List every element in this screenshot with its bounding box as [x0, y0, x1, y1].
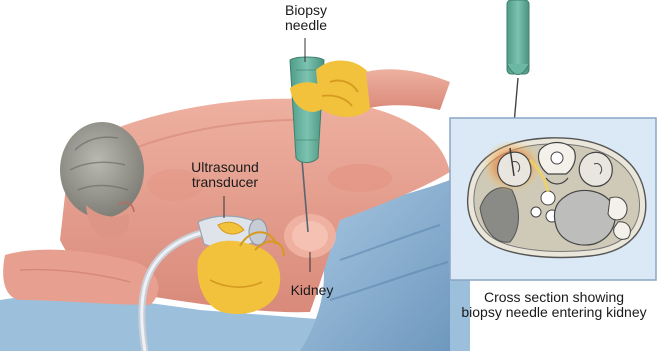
biopsy-needle-label: Biopsy needle [278, 3, 334, 33]
cross-section-inset [450, 118, 656, 280]
cross-section-caption: Cross section showing biopsy needle ente… [452, 290, 656, 320]
cross-section-caption-line2: biopsy needle entering kidney [452, 305, 656, 320]
ultrasound-transducer-label: Ultrasound transducer [180, 160, 270, 190]
kidney-label: Kidney [284, 283, 340, 298]
ultrasound-label-line2: transducer [180, 175, 270, 190]
kidney-zone [284, 214, 336, 258]
biopsy-needle-label-line1: Biopsy [278, 3, 334, 18]
biopsy-needle-label-line2: needle [278, 18, 334, 33]
cross-section-caption-line1: Cross section showing [452, 290, 656, 305]
ultrasound-label-line1: Ultrasound [180, 160, 270, 175]
